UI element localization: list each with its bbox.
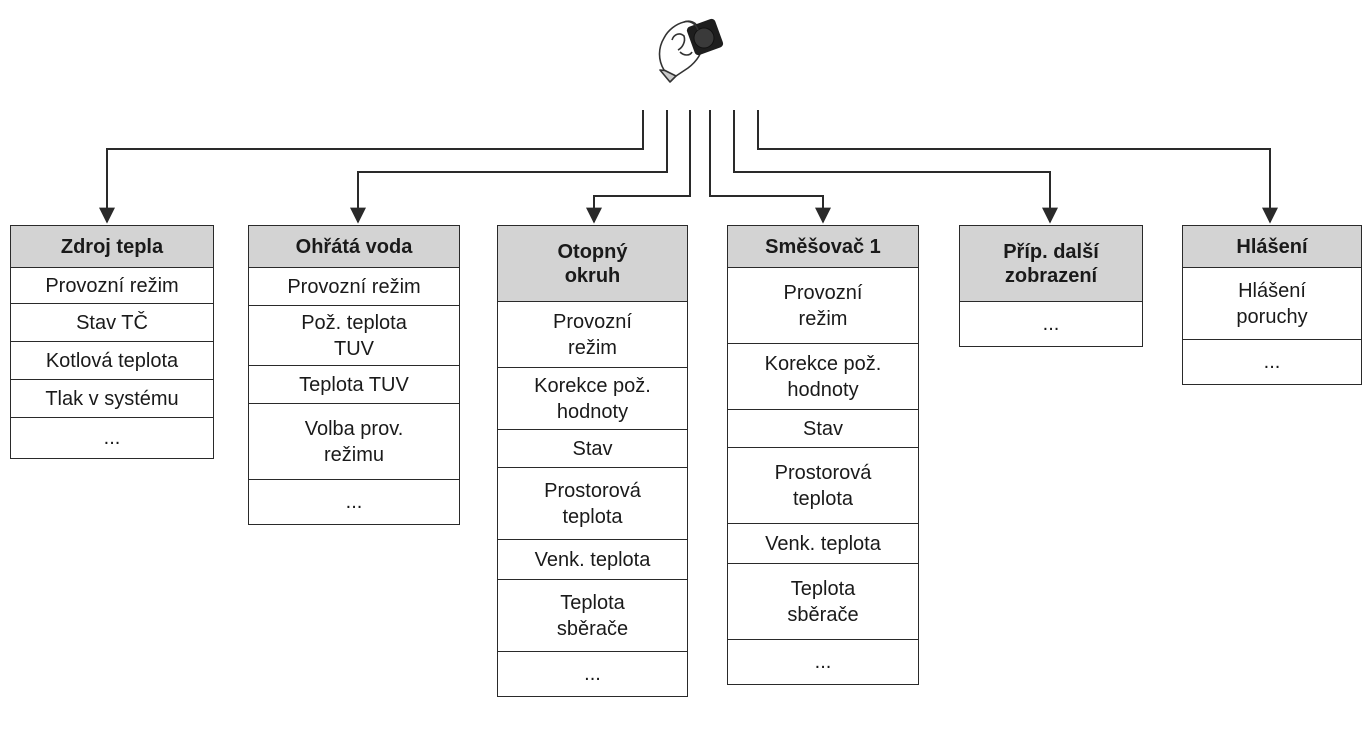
menu-item: Teplota sběrače bbox=[728, 564, 918, 640]
menu-item: ... bbox=[103, 427, 121, 449]
connector-hlaseni bbox=[757, 110, 1278, 224]
menu-item: Korekce pož. hodnoty bbox=[498, 368, 687, 430]
menu-item: Venk. teplota bbox=[498, 540, 687, 580]
menu-title: Příp. další zobrazení bbox=[960, 226, 1142, 302]
menu-item: Stav bbox=[498, 430, 687, 468]
menu-item: Provozní režim bbox=[249, 268, 459, 306]
connector-okruh bbox=[586, 110, 691, 224]
menu-item: Kotlová teplota bbox=[11, 342, 213, 380]
menu-item: ... bbox=[1263, 351, 1281, 373]
menu-item: ... bbox=[345, 491, 363, 513]
connector-voda bbox=[350, 110, 668, 224]
menu-item: ... bbox=[584, 663, 601, 685]
menu-title: Otopný okruh bbox=[498, 226, 687, 302]
menu-item: Prostorová teplota bbox=[728, 448, 918, 524]
menu-title: Hlášení bbox=[1183, 226, 1361, 268]
menu-item: ... bbox=[814, 651, 832, 673]
menu-title: Směšovač 1 bbox=[728, 226, 918, 268]
menu-item: Pož. teplota TUV bbox=[249, 306, 459, 366]
menu-item: Venk. teplota bbox=[728, 524, 918, 564]
menu-item: Teplota TUV bbox=[249, 366, 459, 404]
menu-title: Ohřátá voda bbox=[249, 226, 459, 268]
connector-zdroj bbox=[99, 110, 644, 224]
menu-item: Provozní režim bbox=[728, 268, 918, 344]
menu-dalsi: Příp. další zobrazení... bbox=[959, 225, 1143, 347]
menu-item: Stav bbox=[728, 410, 918, 448]
menu-item: Hlášení poruchy bbox=[1183, 268, 1361, 340]
menu-item: Tlak v systému bbox=[11, 380, 213, 418]
menu-item: Teplota sběrače bbox=[498, 580, 687, 652]
menu-item: Stav TČ bbox=[11, 304, 213, 342]
menu-item: Korekce pož. hodnoty bbox=[728, 344, 918, 410]
menu-item: Prostorová teplota bbox=[498, 468, 687, 540]
menu-item: Provozní režim bbox=[498, 302, 687, 368]
menu-item: ... bbox=[1042, 313, 1060, 335]
menu-title: Zdroj tepla bbox=[11, 226, 213, 268]
menu-item: Provozní režim bbox=[11, 268, 213, 304]
hand-turning-knob-icon bbox=[658, 18, 724, 83]
menu-item: Volba prov. režimu bbox=[249, 404, 459, 480]
connector-smesovac bbox=[709, 110, 831, 224]
connector-dalsi bbox=[733, 110, 1058, 224]
